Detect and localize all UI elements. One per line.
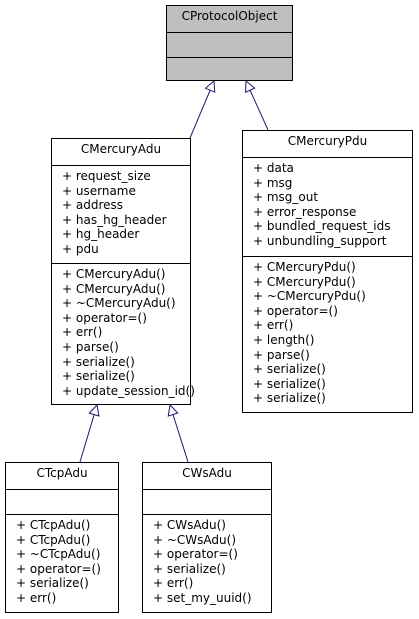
class-ws-adu-title: CWsAdu xyxy=(182,466,232,480)
class-ws-adu-methods: + CWsAdu() + ~CWsAdu() + operator=() + s… xyxy=(143,514,271,612)
attribute: + address xyxy=(62,198,124,213)
class-ws-adu[interactable]: CWsAdu + CWsAdu() + ~CWsAdu() + operator… xyxy=(142,462,272,613)
method: + ~CMercuryPdu() xyxy=(253,289,366,304)
attribute: + hg_header xyxy=(62,227,140,242)
class-mercury-pdu[interactable]: CMercuryPdu + data + msg + msg_out + err… xyxy=(242,130,413,413)
edge-wsadu-to-mercuryadu xyxy=(170,405,189,463)
method: + serialize() xyxy=(16,576,89,591)
method: + operator=() xyxy=(62,310,147,325)
method: + err() xyxy=(153,576,194,591)
class-protocol-object-title: CProtocolObject xyxy=(167,6,292,32)
method: + CMercuryAdu() xyxy=(62,281,166,296)
method: + serialize() xyxy=(253,362,326,377)
edge-mercurypdu-to-protocolobject xyxy=(246,81,269,131)
method: + serialize() xyxy=(253,391,326,406)
method: + CTcpAdu() xyxy=(16,532,91,547)
method: + CWsAdu() xyxy=(153,518,226,532)
class-protocol-object[interactable]: CProtocolObject xyxy=(166,5,293,81)
attribute: + request_size xyxy=(62,169,151,183)
method: + operator=() xyxy=(253,303,338,318)
class-tcp-adu-methods: + CTcpAdu() + CTcpAdu() + ~CTcpAdu() + o… xyxy=(6,514,118,612)
class-mercury-pdu-attributes: + data + msg + msg_out + error_response … xyxy=(243,157,412,256)
method: + operator=() xyxy=(16,561,101,576)
method: + err() xyxy=(16,590,57,605)
method: + set_my_uuid() xyxy=(153,590,252,605)
method: + ~CWsAdu() xyxy=(153,532,237,547)
method: + CTcpAdu() xyxy=(16,518,91,532)
attribute: + has_hg_header xyxy=(62,212,167,227)
edge-tcpadu-to-mercuryadu xyxy=(79,405,97,463)
attribute: + username xyxy=(62,183,136,198)
class-tcp-adu-title: CTcpAdu xyxy=(36,466,88,480)
class-tcp-adu-attributes xyxy=(6,489,118,514)
method: + CMercuryPdu() xyxy=(253,260,356,274)
method: + ~CMercuryAdu() xyxy=(62,296,176,311)
method: + parse() xyxy=(62,339,119,354)
method: + err() xyxy=(62,325,103,340)
class-mercury-adu-title: CMercuryAdu xyxy=(80,142,162,156)
method: + serialize() xyxy=(153,561,226,576)
method: + CMercuryAdu() xyxy=(62,267,166,281)
class-mercury-adu[interactable]: CMercuryAdu + request_size + username + … xyxy=(51,138,195,405)
class-tcp-adu[interactable]: CTcpAdu + CTcpAdu() + CTcpAdu() + ~CTcpA… xyxy=(5,462,119,613)
class-protocol-object-attributes xyxy=(167,32,292,57)
method: + length() xyxy=(253,332,315,347)
attribute: + unbundling_support xyxy=(253,233,387,248)
method: + serialize() xyxy=(253,376,326,391)
edge-mercuryadu-to-protocolobject xyxy=(189,81,214,139)
class-mercury-adu-methods: + CMercuryAdu() + CMercuryAdu() + ~CMerc… xyxy=(52,263,195,404)
method: + err() xyxy=(253,318,294,333)
method: + CMercuryPdu() xyxy=(253,274,356,289)
method: + serialize() xyxy=(62,369,135,384)
class-protocol-object-methods xyxy=(167,57,292,80)
attribute: + msg_out xyxy=(253,190,319,205)
class-ws-adu-attributes xyxy=(143,489,271,514)
method: + ~CTcpAdu() xyxy=(16,547,101,562)
class-mercury-adu-attributes: + request_size + username + address + ha… xyxy=(52,165,190,263)
method: + serialize() xyxy=(62,354,135,369)
attribute: + pdu xyxy=(62,241,99,256)
class-mercury-pdu-title: CMercuryPdu xyxy=(287,134,368,148)
class-mercury-pdu-methods: + CMercuryPdu() + CMercuryPdu() + ~CMerc… xyxy=(243,256,412,412)
method: + operator=() xyxy=(153,547,238,562)
attribute: + bundled_request_ids xyxy=(253,219,391,234)
method: + update_session_id() xyxy=(62,383,195,398)
attribute: + data xyxy=(253,161,294,175)
attribute: + error_response xyxy=(253,204,357,219)
method: + parse() xyxy=(253,347,310,362)
attribute: + msg xyxy=(253,175,293,190)
